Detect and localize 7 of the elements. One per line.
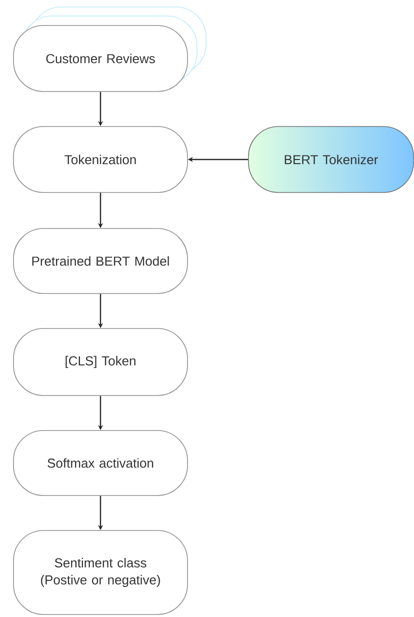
process-box: Sentiment class (Postive or negative)	[13, 530, 188, 615]
document-stack-box: Customer Reviews	[13, 6, 206, 92]
process-box: Softmax activation	[13, 430, 188, 496]
process-box: Tokenization	[13, 126, 188, 193]
tokenizer-box: BERT Tokenizer	[248, 126, 414, 193]
process-box: Pretrained BERT Model	[13, 228, 188, 294]
process-box: [CLS] Token	[13, 328, 188, 396]
